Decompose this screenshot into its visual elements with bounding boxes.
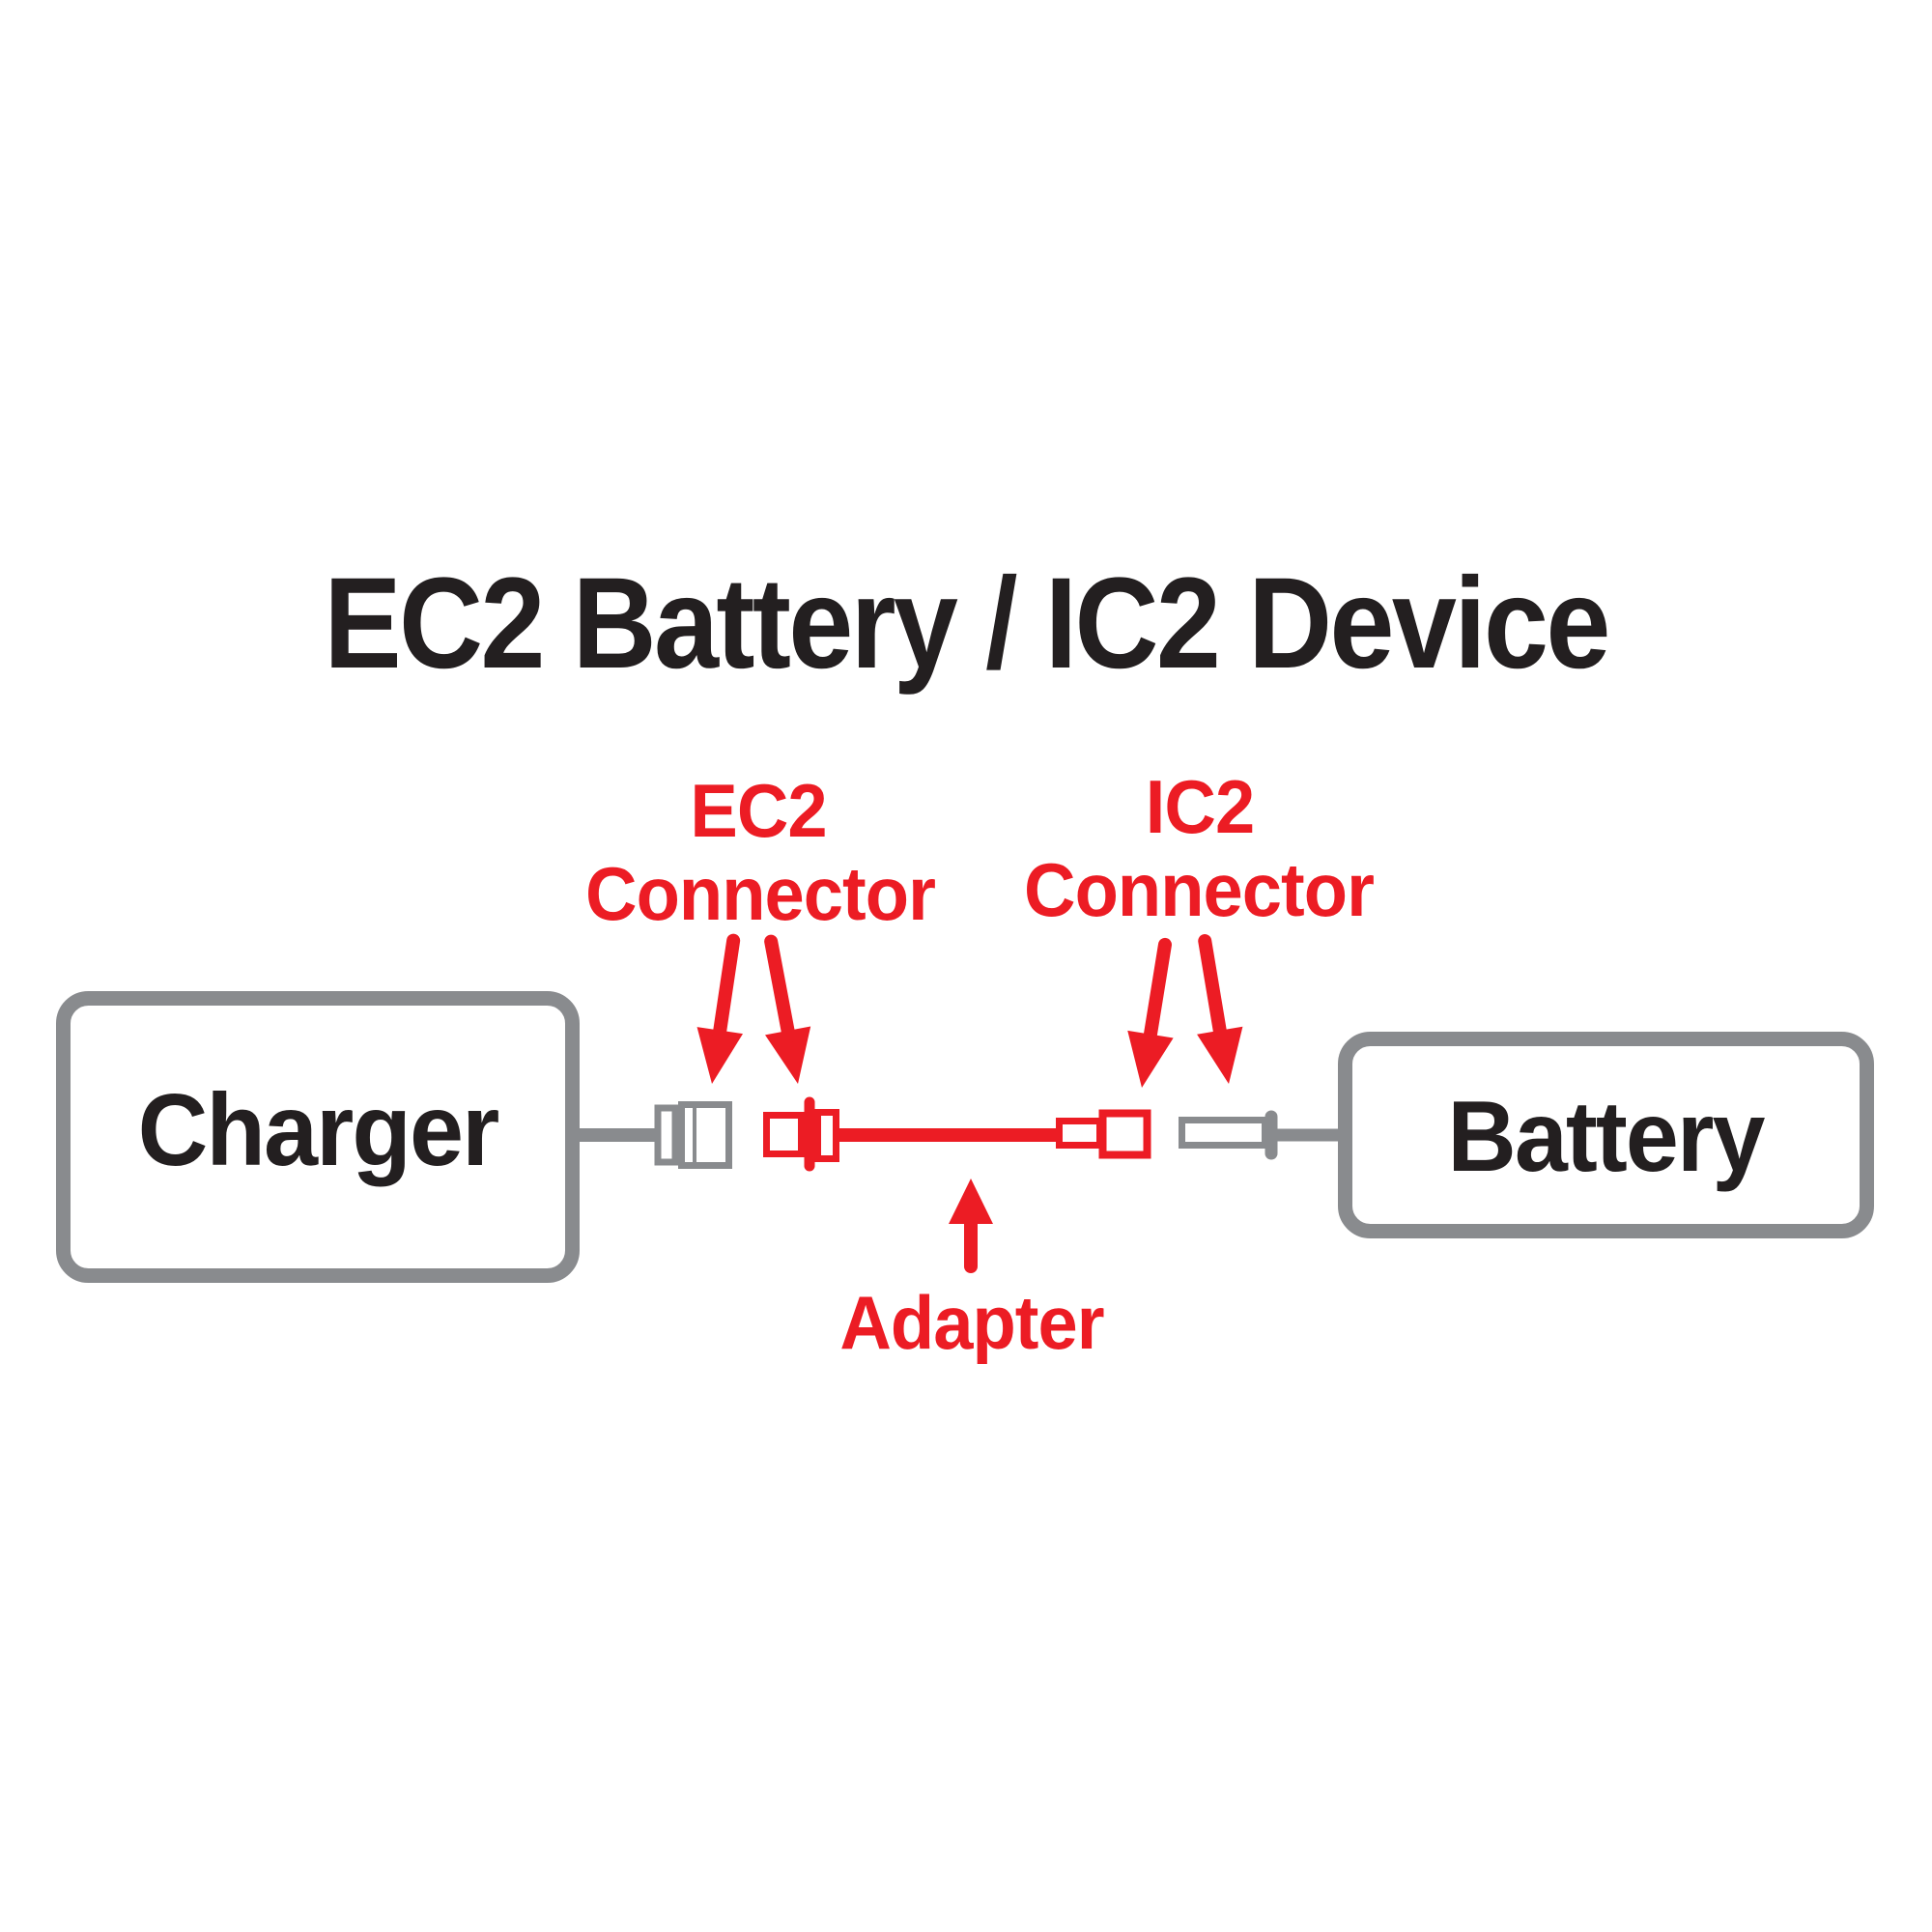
ic2-arrow-right [1197,934,1243,1084]
ec2-connector-charger-side [654,1101,732,1169]
charger-label: Charger [137,1073,500,1187]
adapter-arrow [949,1179,993,1273]
ec2-callout-line1: EC2 [690,768,827,853]
ic2-connector-adapter-side [1056,1109,1151,1159]
ic2-callout-line1: IC2 [1145,764,1255,849]
ec2-callout-line2: Connector [585,851,936,936]
battery-label: Battery [1447,1081,1765,1193]
ic2-callout-line2: Connector [1024,847,1375,932]
adapter-callout-label: Adapter [839,1280,1104,1365]
ec2-connector-adapter-side [763,1096,839,1172]
ec2-arrow-right [764,934,811,1084]
ic2-arrow-left [1127,937,1174,1088]
diagram-title: EC2 Battery / IC2 Device [324,552,1610,696]
ec2-arrow-left [696,933,744,1084]
ic2-connector-battery-side [1179,1110,1278,1160]
